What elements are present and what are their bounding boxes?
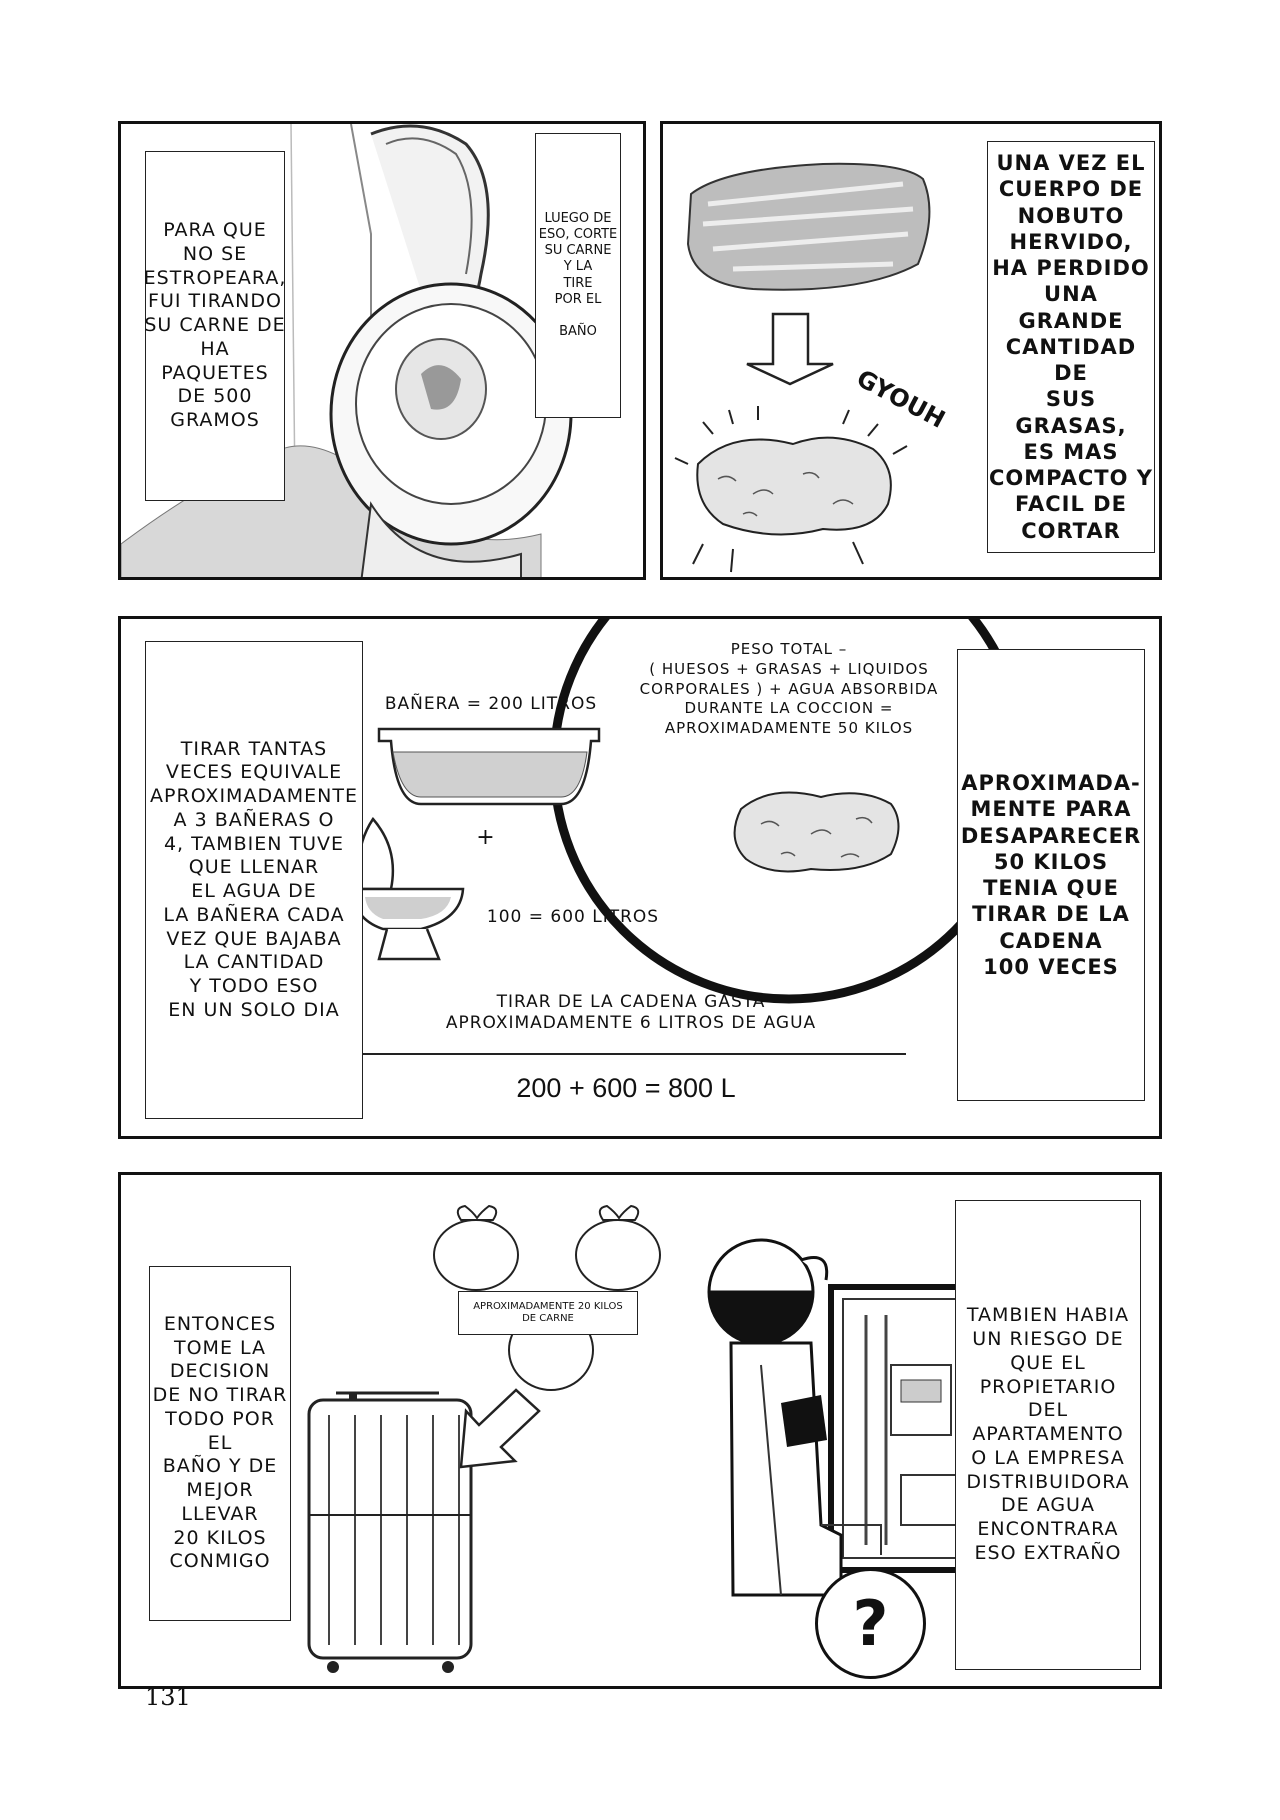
caption-text: UNA VEZ EL CUERPO DE NOBUTO HERVIDO, HA … <box>989 151 1153 543</box>
total-formula: 200 + 600 = 800 L <box>476 1073 776 1104</box>
caption-text: TAMBIEN HABIA UN RIESGO DE QUE EL PROPIE… <box>966 1304 1130 1564</box>
panel-1-toilet: PARA QUE NO SE ESTROPEARA, FUI TIRANDO S… <box>118 121 646 580</box>
plus-sign: + <box>471 824 501 852</box>
label-text: APROXIMADAMENTE 20 KILOS DE CARNE <box>473 1300 623 1325</box>
arrow-into-suitcase-icon <box>459 1388 541 1469</box>
caption-left-panel-4: ENTONCES TOME LA DECISION DE NO TIRAR TO… <box>149 1266 291 1621</box>
panel-3-water-calculation: TIRAR TANTAS VECES EQUIVALE APROXIMADAME… <box>118 616 1162 1139</box>
plus-text: + <box>476 825 496 850</box>
caption-text: TIRAR TANTAS VECES EQUIVALE APROXIMADAME… <box>150 737 358 1021</box>
caption-text: PARA QUE NO SE ESTROPEARA, FUI TIRANDO S… <box>143 219 287 432</box>
note-text: TIRAR DE LA CADENA GASTA APROXIMADAMENTE… <box>445 992 817 1034</box>
formula-text: 200 + 600 = 800 L <box>516 1073 736 1103</box>
caption-right-panel-1: LUEGO DE ESO, CORTE SU CARNE Y LA TIRE P… <box>535 133 621 418</box>
label-text: BAÑERA = 200 LITROS <box>384 694 598 714</box>
caption-left-panel-1: PARA QUE NO SE ESTROPEARA, FUI TIRANDO S… <box>143 151 287 501</box>
water-diagram-illustration <box>351 619 1029 1055</box>
caption-left-panel-3: TIRAR TANTAS VECES EQUIVALE APROXIMADAME… <box>145 641 363 1119</box>
toilet-illustration <box>121 124 573 577</box>
caption-text: APROXIMADA- MENTE PARA DESAPARECER 50 KI… <box>960 771 1142 979</box>
meat-transformation-illustration <box>674 162 931 573</box>
toilet-label: 100 = 600 LITROS <box>473 907 673 928</box>
bag-label: APROXIMADAMENTE 20 KILOS DE CARNE <box>458 1291 638 1335</box>
suitcase-icon <box>307 1391 473 1673</box>
bathtub-label: BAÑERA = 200 LITROS <box>381 694 601 715</box>
caption-panel-2: UNA VEZ EL CUERPO DE NOBUTO HERVIDO, HA … <box>987 141 1155 553</box>
label-text: 100 = 600 LITROS <box>486 907 660 927</box>
caption-right-panel-4: TAMBIEN HABIA UN RIESGO DE QUE EL PROPIE… <box>955 1200 1141 1670</box>
question-bubble: ? <box>815 1568 926 1679</box>
panel-4-suitcase: APROXIMADAMENTE 20 KILOS DE CARNE ENTONC… <box>118 1172 1162 1689</box>
arrow-down-icon <box>746 312 834 386</box>
toilet-icon <box>351 816 465 961</box>
flush-note: TIRAR DE LA CADENA GASTA APROXIMADAMENTE… <box>421 992 841 1035</box>
inspector-person-icon <box>707 1238 882 1597</box>
caption-text: ENTONCES TOME LA DECISION DE NO TIRAR TO… <box>152 1312 288 1573</box>
question-mark-text: ? <box>852 1586 889 1660</box>
caption-right-panel-3: APROXIMADA- MENTE PARA DESAPARECER 50 KI… <box>957 649 1145 1101</box>
meat-bags-icon <box>433 1204 661 1391</box>
panel-2-meat: GYOUH UNA VEZ EL CUERPO DE NOBUTO HERVID… <box>660 121 1162 580</box>
note-text: PESO TOTAL – ( HUESOS + GRASAS + LIQUIDO… <box>639 640 939 737</box>
bathtub-icon <box>377 727 601 806</box>
page-number: 131 <box>145 1683 191 1711</box>
caption-text: LUEGO DE ESO, CORTE SU CARNE Y LA TIRE P… <box>538 210 618 340</box>
weight-note: PESO TOTAL – ( HUESOS + GRASAS + LIQUIDO… <box>619 639 959 738</box>
